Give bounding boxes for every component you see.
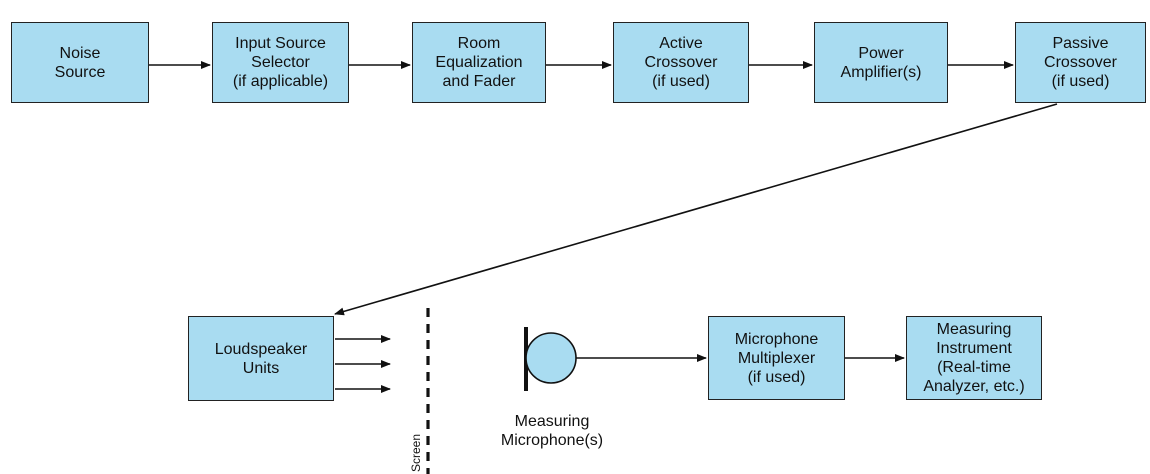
passive-crossover-box: Passive Crossover (if used) bbox=[1015, 22, 1146, 103]
microphone-multiplexer-label: Microphone Multiplexer (if used) bbox=[734, 330, 819, 386]
noise-source-label: Noise Source bbox=[54, 44, 106, 81]
room-equalization-label: Room Equalization and Fader bbox=[435, 35, 523, 90]
measuring-microphone-label: Measuring Microphone(s) bbox=[500, 413, 604, 449]
measuring-instrument-box: Measuring Instrument (Real-time Analyzer… bbox=[906, 316, 1042, 400]
arrow-passive-crossover-to-loudspeaker bbox=[334, 103, 1058, 316]
room-equalization-box: Room Equalization and Fader bbox=[412, 22, 546, 103]
input-source-selector-label: Input Source Selector (if applicable) bbox=[232, 35, 329, 90]
microphone-icon bbox=[525, 332, 577, 384]
screen-label: Screen bbox=[409, 433, 423, 472]
passive-crossover-label: Passive Crossover (if used) bbox=[1044, 35, 1117, 90]
measuring-instrument-label: Measuring Instrument (Real-time Analyzer… bbox=[923, 321, 1025, 395]
noise-source-box: Noise Source bbox=[11, 22, 149, 103]
input-source-selector-box: Input Source Selector (if applicable) bbox=[212, 22, 349, 103]
loudspeaker-units-box: Loudspeaker Units bbox=[188, 316, 334, 401]
active-crossover-label: Active Crossover (if used) bbox=[644, 35, 718, 90]
loudspeaker-units-label: Loudspeaker Units bbox=[214, 340, 308, 377]
microphone-multiplexer-box: Microphone Multiplexer (if used) bbox=[708, 316, 845, 400]
power-amplifier-box: Power Amplifier(s) bbox=[814, 22, 948, 103]
active-crossover-box: Active Crossover (if used) bbox=[613, 22, 749, 103]
power-amplifier-label: Power Amplifier(s) bbox=[840, 44, 922, 81]
